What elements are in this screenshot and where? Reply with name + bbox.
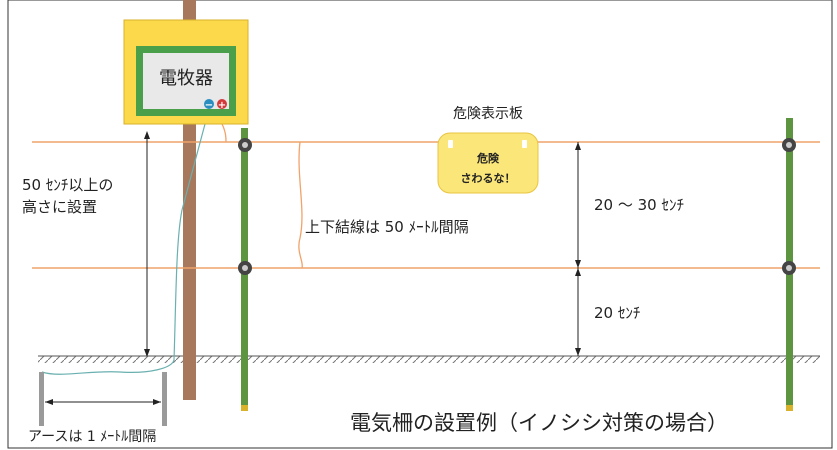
svg-text:−: − — [205, 100, 213, 111]
energizer-lead — [221, 123, 227, 143]
minus-terminal-icon — [204, 99, 214, 109]
upper-gap-label: 20 〜 30 ｾﾝﾁ — [594, 196, 684, 214]
insulator-icon — [238, 261, 252, 275]
tie-wire-label: 上下結線は 50 ﾒｰﾄﾙ間隔 — [305, 218, 469, 236]
install-height-arrow — [144, 131, 150, 357]
ground-spacing-arrow — [45, 399, 161, 405]
plus-terminal-icon — [217, 99, 227, 109]
diagram-frame — [7, 0, 833, 449]
insulator-icon — [782, 138, 796, 152]
insulator-icon — [238, 138, 252, 152]
ground-line — [38, 355, 820, 363]
sign-caption: 危険表示板 — [453, 106, 523, 122]
sign-line2: さわるな！ — [461, 172, 516, 185]
ground-rod-right — [162, 372, 167, 426]
upper-gap-arrow — [575, 142, 581, 268]
insulator-icon — [782, 261, 796, 275]
warning-sign: 危険 さわるな！ — [437, 132, 539, 194]
ground-rod-left — [39, 372, 44, 426]
lower-gap-arrow — [575, 268, 581, 356]
install-height-line1: 50 ｾﾝﾁ以上の — [22, 176, 113, 194]
ground-lead — [41, 123, 206, 375]
diagram-title: 電気柵の設置例（イノシシ対策の場合） — [350, 411, 728, 435]
sign-line1: 危険 — [476, 151, 500, 165]
tie-wire — [298, 141, 303, 269]
energizer-box: 電牧器 − + — [123, 19, 249, 125]
lower-gap-label: 20 ｾﾝﾁ — [594, 304, 640, 322]
install-height-line2: 高さに設置 — [22, 198, 97, 216]
energizer-label: 電牧器 — [159, 68, 213, 89]
svg-text:+: + — [218, 100, 226, 111]
ground-spacing-label: アースは 1 ﾒｰﾄﾙ間隔 — [28, 429, 156, 445]
